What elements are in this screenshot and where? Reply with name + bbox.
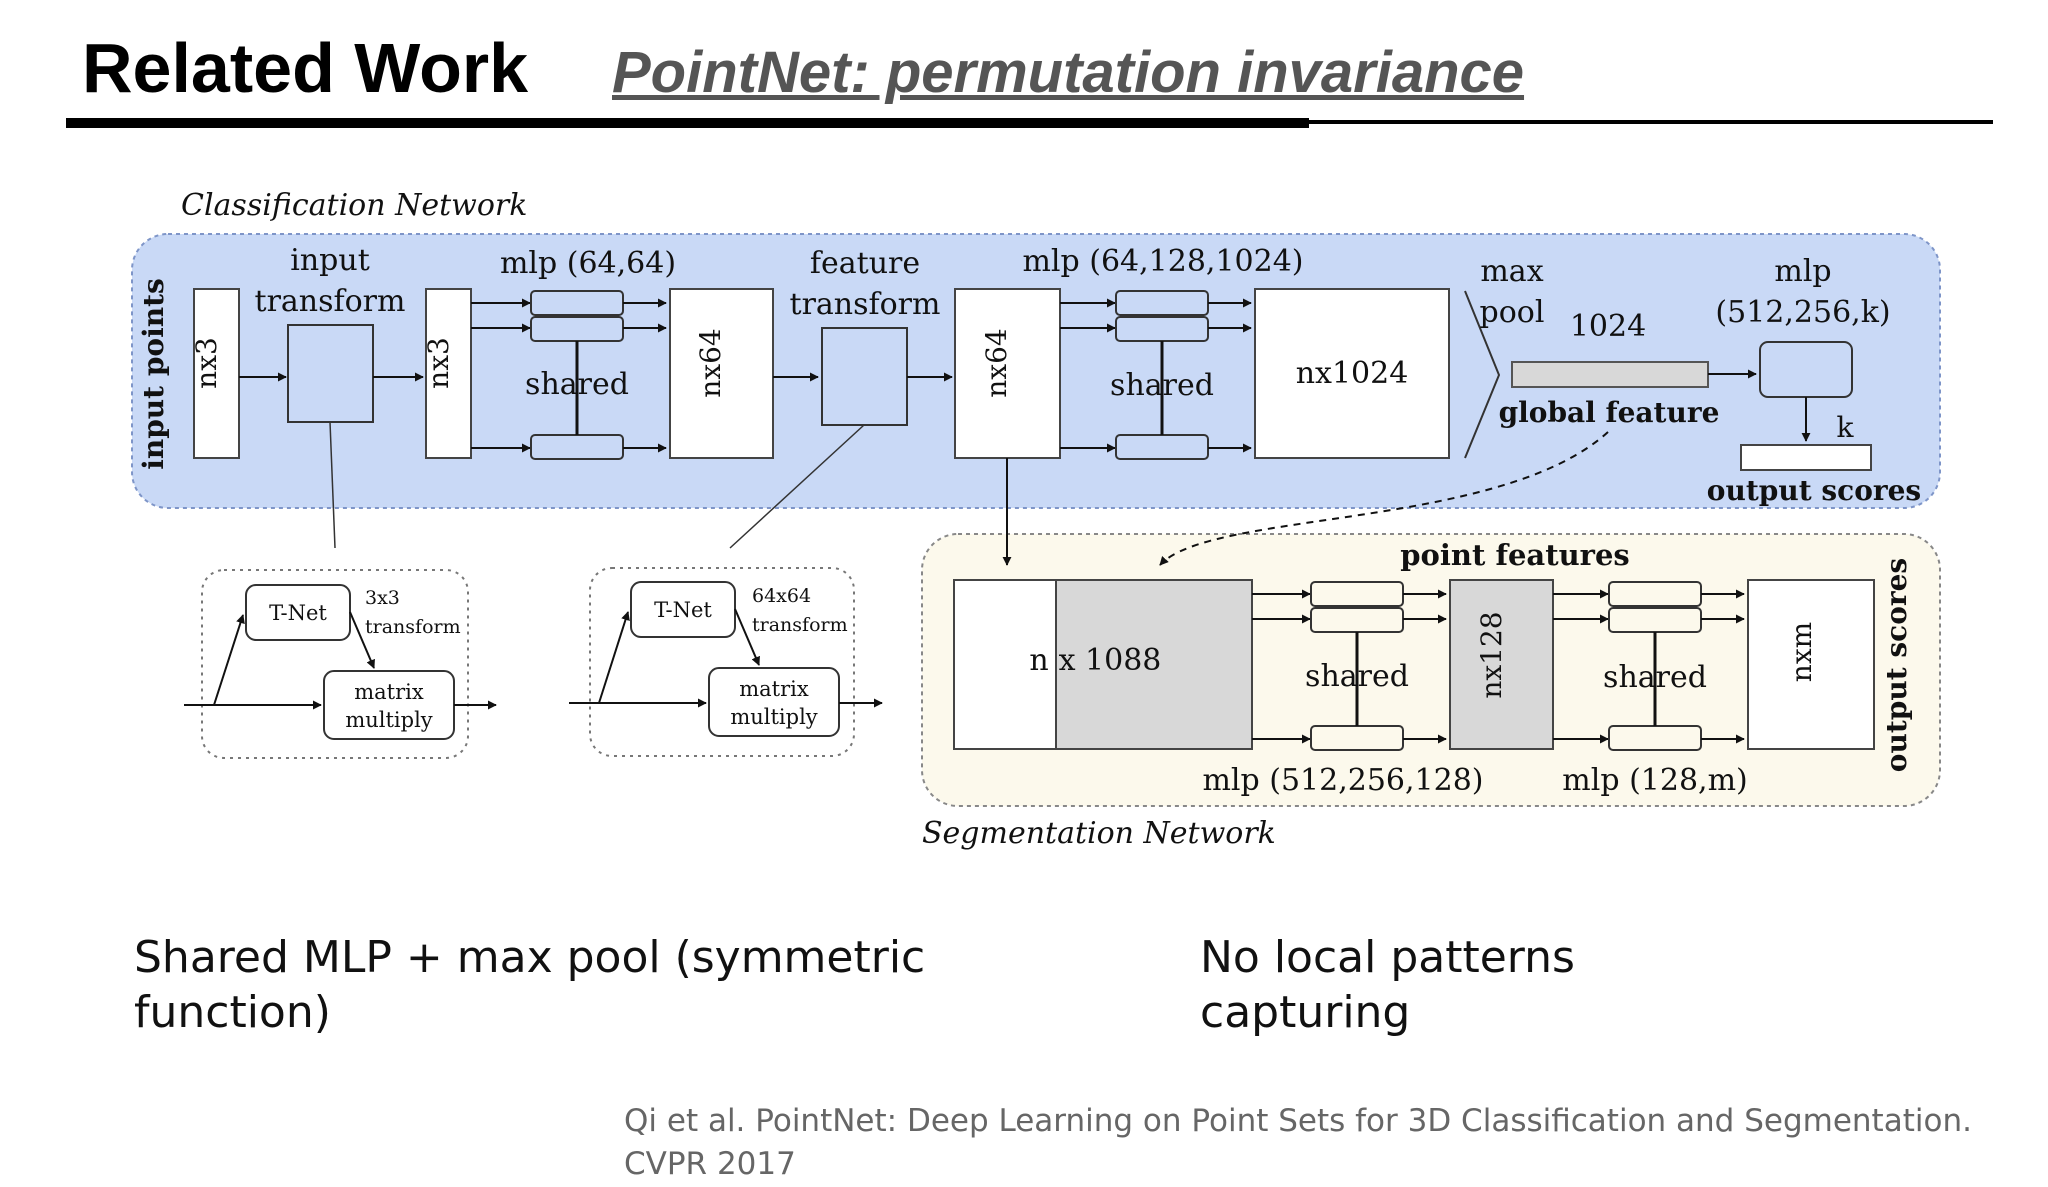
pointnet-architecture-diagram: Classification Network Segmentation Netw… bbox=[131, 188, 1941, 851]
shared-label-3: shared bbox=[1305, 659, 1409, 694]
point-features-label: point features bbox=[1400, 538, 1629, 572]
nx128-block bbox=[1449, 579, 1554, 750]
segmentation-output-scores-label: output scores bbox=[1880, 558, 1913, 772]
nx64-label-a: nx64 bbox=[694, 328, 727, 397]
nxm-label: nxm bbox=[1785, 622, 1818, 682]
classification-output-scores-label: output scores bbox=[1707, 474, 1921, 507]
matrix-multiply-feature-label-2: multiply bbox=[730, 705, 817, 729]
nx3-input-label: nx3 bbox=[190, 337, 223, 389]
transform-3x3-label-2: transform bbox=[365, 616, 461, 638]
feature-transform-label-2: transform bbox=[790, 287, 941, 322]
k-label: k bbox=[1837, 411, 1855, 444]
title-rule-thin bbox=[1309, 120, 1993, 124]
input-transform-label-1: input bbox=[290, 243, 370, 278]
nx128-label: nx128 bbox=[1475, 611, 1508, 698]
classification-output-bar bbox=[1740, 444, 1872, 471]
dim-1024-label: 1024 bbox=[1570, 309, 1646, 344]
feature-transform-label-1: feature bbox=[810, 246, 920, 281]
mlp-512-256-k-block bbox=[1759, 341, 1853, 398]
tnet-feature-label: T-Net bbox=[654, 598, 712, 622]
nx1024-label: nx1024 bbox=[1296, 356, 1409, 391]
point-features-white-block bbox=[953, 579, 1057, 750]
note-shared-mlp: Shared MLP + max pool (symmetric functio… bbox=[134, 932, 926, 1038]
global-feature-broadcast-arrow bbox=[1159, 431, 1609, 566]
nx3-input-block bbox=[193, 288, 240, 459]
matrix-multiply-feature-label-1: matrix bbox=[739, 677, 809, 701]
segmentation-network-label: Segmentation Network bbox=[922, 816, 1276, 851]
nx64-block-b bbox=[954, 288, 1061, 459]
nx1024-block bbox=[1254, 288, 1450, 459]
global-feature-bar bbox=[1511, 361, 1709, 388]
mlp-512-256-128-label: mlp (512,256,128) bbox=[1202, 763, 1483, 798]
mlp-512-256-k-label-1: mlp bbox=[1774, 254, 1831, 289]
title-rule-thick bbox=[66, 118, 1309, 128]
shared-label-4: shared bbox=[1603, 660, 1707, 695]
nx3-transformed-label: nx3 bbox=[422, 337, 455, 389]
n-label: n bbox=[1029, 643, 1048, 678]
slide-subtitle: PointNet: permutation invariance bbox=[612, 40, 1525, 105]
shared-label-1: shared bbox=[525, 367, 629, 402]
input-points-label: input points bbox=[137, 278, 170, 470]
nx64-label-b: nx64 bbox=[980, 328, 1013, 397]
mlp-64-128-1024-label: mlp (64,128,1024) bbox=[1022, 244, 1303, 279]
point-features-gray-block bbox=[1055, 579, 1253, 750]
input-tnet-region bbox=[201, 569, 469, 759]
slide-title: Related Work bbox=[82, 29, 529, 107]
mlp-64-64-label: mlp (64,64) bbox=[500, 246, 676, 281]
matrix-multiply-input-label-2: multiply bbox=[345, 708, 432, 732]
nx64-block-a bbox=[669, 288, 774, 459]
x-1088-label: x 1088 bbox=[1059, 643, 1162, 678]
transform-3x3-label-1: 3x3 bbox=[365, 587, 400, 609]
mlp-128-m-label: mlp (128,m) bbox=[1562, 763, 1747, 798]
transform-64-label-2: transform bbox=[752, 614, 848, 636]
max-pool-shape bbox=[1464, 290, 1501, 459]
citation: Qi et al. PointNet: Deep Learning on Poi… bbox=[624, 1103, 1972, 1183]
nxm-block bbox=[1747, 579, 1875, 750]
max-pool-label-2: pool bbox=[1480, 295, 1545, 330]
note-no-local-patterns: No local patterns capturing bbox=[1200, 932, 1575, 1038]
shared-label-2: shared bbox=[1110, 368, 1214, 403]
feature-transform-block bbox=[821, 327, 908, 426]
input-transform-block bbox=[287, 324, 374, 423]
classification-network-label: Classification Network bbox=[181, 188, 527, 223]
nx3-transformed-block bbox=[425, 288, 472, 459]
global-feature-label: global feature bbox=[1499, 396, 1720, 429]
max-pool-label-1: max bbox=[1480, 254, 1543, 289]
transform-64-label-1: 64x64 bbox=[752, 585, 811, 607]
tnet-input-label: T-Net bbox=[269, 601, 327, 625]
matrix-multiply-input-label-1: matrix bbox=[354, 680, 424, 704]
input-transform-label-2: transform bbox=[255, 284, 406, 319]
mlp-512-256-k-label-2: (512,256,k) bbox=[1715, 295, 1890, 330]
